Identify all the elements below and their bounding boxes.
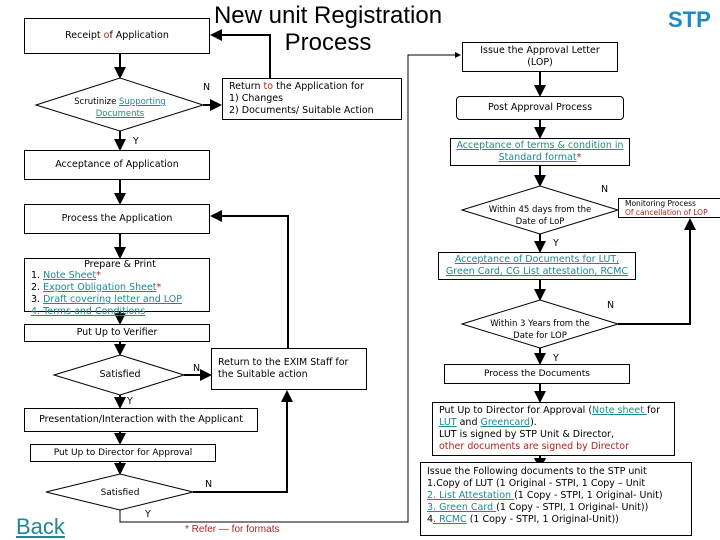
green-card-link[interactable]: 3. Green Card bbox=[427, 502, 497, 513]
arrow bbox=[210, 210, 289, 348]
acceptance-documents-box[interactable]: Acceptance of Documents for LUT, Green C… bbox=[438, 252, 636, 280]
satisfied-label-2: Satisfied bbox=[100, 488, 140, 498]
prepare-print-box: Prepare & Print 1. Note Sheet* 2. Export… bbox=[24, 258, 210, 317]
list-attestation-link[interactable]: 2. List Attestation bbox=[427, 490, 515, 501]
within-3-years-label: Within 3 Years from the Date for LOP bbox=[490, 319, 590, 341]
note-sheet-link[interactable]: Note sheet bbox=[592, 405, 647, 416]
issue-approval-letter-box: Issue the Approval Letter (LOP) bbox=[462, 42, 618, 72]
lut-link[interactable]: LUT bbox=[439, 417, 457, 428]
no-label: N bbox=[193, 363, 201, 374]
title-line-2: Process bbox=[284, 29, 372, 56]
terms-link: Acceptance of terms & condition in Stand… bbox=[456, 140, 624, 163]
scrutinize-label: Scrutinize Supporting Documents bbox=[74, 97, 166, 119]
no-label: N bbox=[601, 184, 609, 195]
process-documents-box: Process the Documents bbox=[444, 364, 630, 384]
refer-note: * Refer — for formats bbox=[185, 524, 280, 535]
prepare-item[interactable]: 2. Export Obligation Sheet* bbox=[31, 282, 162, 293]
arrow bbox=[193, 390, 293, 493]
verifier-box: Put Up to Verifier bbox=[24, 324, 210, 342]
post-approval-box: Post Approval Process bbox=[456, 96, 624, 120]
monitoring-box: Monitoring Process Of cancellation of LO… bbox=[618, 198, 720, 218]
return-to-applicant-box: Return to the Application for 1) Changes… bbox=[222, 78, 402, 120]
presentation-box: Presentation/Interaction with the Applic… bbox=[24, 408, 258, 432]
prepare-title: Prepare & Print bbox=[84, 259, 156, 270]
satisfied-diamond-2 bbox=[45, 473, 194, 511]
director-approval-right-box: Put Up to Director for Approval (Note sh… bbox=[432, 402, 675, 456]
acceptance-box: Acceptance of Application bbox=[24, 150, 210, 180]
arrow bbox=[119, 52, 461, 523]
prepare-item[interactable]: 3. Draft covering letter and LOP bbox=[31, 294, 182, 305]
director-approval-box: Put Up to Director for Approval bbox=[30, 444, 216, 462]
yes-label: Y bbox=[133, 136, 139, 147]
yes-label: Y bbox=[553, 238, 559, 249]
back-link[interactable]: Back bbox=[16, 514, 65, 539]
issue-documents-box: Issue the Following documents to the STP… bbox=[420, 462, 692, 536]
arrow bbox=[618, 218, 696, 325]
scrutinize-diamond bbox=[34, 77, 205, 132]
prepare-item[interactable]: 1. Note Sheet* bbox=[31, 270, 101, 281]
stp-logo: STP bbox=[668, 7, 711, 32]
title-line-1: New unit Registration bbox=[213, 2, 443, 29]
no-label: N bbox=[607, 300, 615, 311]
greencard-link[interactable]: Greencard bbox=[480, 417, 531, 428]
arrow bbox=[210, 29, 271, 78]
process-application-box: Process the Application bbox=[24, 204, 210, 234]
receipt-box: Receipt of Application bbox=[24, 18, 210, 54]
rcmc-link[interactable]: . RCMC bbox=[433, 514, 467, 525]
satisfied-diamond-1 bbox=[52, 354, 186, 396]
no-label: N bbox=[205, 479, 213, 490]
prepare-item[interactable]: 4. Terms and Conditions bbox=[31, 306, 146, 317]
within-45-days-label: Within 45 days from the Date of LoP bbox=[488, 205, 592, 227]
yes-label: Y bbox=[127, 396, 133, 407]
no-label: N bbox=[203, 82, 211, 93]
satisfied-label-1: Satisfied bbox=[99, 369, 141, 380]
yes-label: Y bbox=[553, 353, 559, 364]
supporting-documents-link[interactable]: Supporting bbox=[119, 97, 166, 107]
page-title: New unit Registration Process bbox=[214, 2, 442, 56]
supporting-documents-link-2[interactable]: Documents bbox=[95, 109, 145, 119]
yes-label: Y bbox=[145, 509, 151, 520]
terms-box[interactable]: Acceptance of terms & condition in Stand… bbox=[450, 138, 630, 166]
exim-return-box: Return to the EXIM Staff for the Suitabl… bbox=[211, 348, 367, 390]
within-3-years-diamond bbox=[460, 299, 620, 349]
